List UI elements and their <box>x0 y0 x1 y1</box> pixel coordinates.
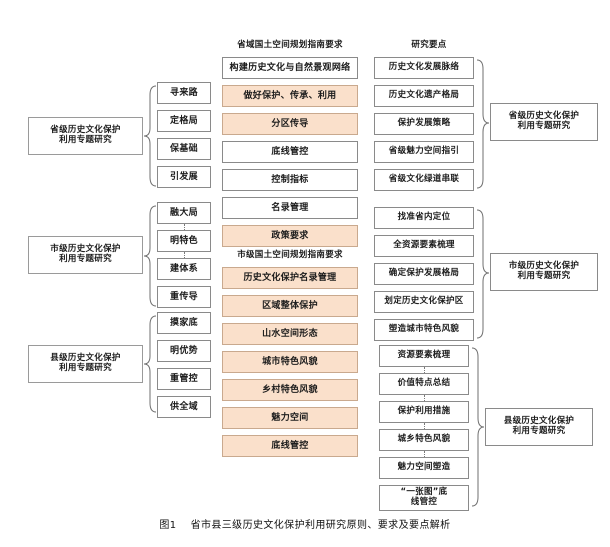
research-point-box-city-4[interactable]: 划定历史文化保护区 <box>374 291 474 313</box>
root-box-province-line1: 省级历史文化保护 <box>50 125 121 136</box>
research-point-box-county-4[interactable]: 城乡特色风貌 <box>379 429 469 451</box>
dotted-connector-county-2 <box>424 395 426 401</box>
research-point-box-county-2[interactable]: 价值特点总结 <box>379 373 469 395</box>
research-point-box-county-6-line1: “一张图”底 <box>400 487 448 498</box>
root-box-city-line2: 利用专题研究 <box>59 254 112 264</box>
principle-box-city-2[interactable]: 明特色 <box>157 230 211 252</box>
research-point-box-province-1[interactable]: 历史文化发展脉络 <box>374 57 474 79</box>
summary-box-city[interactable]: 市级历史文化保护 利用专题研究 <box>490 253 598 291</box>
root-box-province-line2: 利用专题研究 <box>59 135 112 145</box>
root-box-county-line1: 县级历史文化保护 <box>50 353 121 364</box>
principle-box-province-2[interactable]: 定格局 <box>157 110 211 132</box>
summary-box-county[interactable]: 县级历史文化保护 利用专题研究 <box>485 408 593 446</box>
figure-caption: 图1 省市县三级历史文化保护利用研究原则、要求及要点解析 <box>0 516 610 531</box>
column-header-city-guideline: 市级国土空间规划指南要求 <box>237 250 343 260</box>
principle-box-city-1[interactable]: 融大局 <box>157 202 211 224</box>
root-box-province[interactable]: 省级历史文化保护 利用专题研究 <box>28 117 143 155</box>
root-box-city[interactable]: 市级历史文化保护 利用专题研究 <box>28 236 143 274</box>
research-point-box-county-3[interactable]: 保护利用措施 <box>379 401 469 423</box>
research-point-box-county-1[interactable]: 资源要素梳理 <box>379 345 469 367</box>
research-point-box-county-5[interactable]: 魅力空间塑造 <box>379 457 469 479</box>
research-point-box-province-3[interactable]: 保护发展策略 <box>374 113 474 135</box>
brace-city-right <box>476 208 490 340</box>
principle-box-county-3[interactable]: 重管控 <box>157 368 211 390</box>
research-point-box-province-2[interactable]: 历史文化遗产格局 <box>374 85 474 107</box>
dotted-connector-county-1 <box>424 367 426 373</box>
guideline-box-province-4[interactable]: 底线管控 <box>222 141 358 163</box>
research-point-box-county-6[interactable]: “一张图”底 线管控 <box>379 485 469 511</box>
guideline-box-city-2[interactable]: 区域整体保护 <box>222 295 358 317</box>
brace-county-left <box>143 314 157 414</box>
research-point-box-city-5[interactable]: 塑造城市特色风貌 <box>374 319 474 341</box>
guideline-box-city-6[interactable]: 魅力空间 <box>222 407 358 429</box>
brace-province-right <box>476 58 490 190</box>
guideline-box-province-5[interactable]: 控制指标 <box>222 169 358 191</box>
dotted-connector-city-2 <box>184 252 186 258</box>
column-header-research-points: 研究要点 <box>411 40 447 50</box>
root-box-county[interactable]: 县级历史文化保护 利用专题研究 <box>28 345 143 383</box>
summary-box-province-line2: 利用专题研究 <box>517 121 571 131</box>
dotted-connector-city-1 <box>184 224 186 230</box>
column-header-province-guideline: 省域国土空间规划指南要求 <box>237 40 343 50</box>
principle-box-province-4[interactable]: 引发展 <box>157 166 211 188</box>
guideline-box-province-2[interactable]: 做好保护、传承、利用 <box>222 85 358 107</box>
summary-box-city-line1: 市级历史文化保护 <box>508 261 580 272</box>
summary-box-county-line1: 县级历史文化保护 <box>503 416 575 427</box>
principle-box-city-4[interactable]: 重传导 <box>157 286 211 308</box>
guideline-box-province-3[interactable]: 分区传导 <box>222 113 358 135</box>
guideline-box-province-6[interactable]: 名录管理 <box>222 197 358 219</box>
figure-caption-text: 省市县三级历史文化保护利用研究原则、要求及要点解析 <box>190 520 451 531</box>
summary-box-province-line1: 省级历史文化保护 <box>508 111 580 122</box>
guideline-box-city-7[interactable]: 底线管控 <box>222 435 358 457</box>
research-point-box-city-3[interactable]: 确定保护发展格局 <box>374 263 474 285</box>
dotted-connector-county-3 <box>424 423 426 429</box>
dotted-connector-county-4 <box>424 451 426 457</box>
guideline-box-city-1[interactable]: 历史文化保护名录管理 <box>222 267 358 289</box>
research-point-box-province-5[interactable]: 省级文化绿道串联 <box>374 169 474 191</box>
research-point-box-county-6-line2: 线管控 <box>410 497 438 507</box>
root-box-city-line1: 市级历史文化保护 <box>50 244 121 255</box>
research-point-box-province-4[interactable]: 省级魅力空间指引 <box>374 141 474 163</box>
guideline-box-province-1[interactable]: 构建历史文化与自然景观网络 <box>222 57 358 79</box>
guideline-box-city-3[interactable]: 山水空间形态 <box>222 323 358 345</box>
principle-box-county-2[interactable]: 明优势 <box>157 340 211 362</box>
principle-box-county-1[interactable]: 摸家底 <box>157 312 211 334</box>
brace-county-right <box>471 346 485 510</box>
principle-box-county-4[interactable]: 供全域 <box>157 396 211 418</box>
principle-box-province-3[interactable]: 保基础 <box>157 138 211 160</box>
principle-box-city-3[interactable]: 建体系 <box>157 258 211 280</box>
guideline-box-city-5[interactable]: 乡村特色风貌 <box>222 379 358 401</box>
brace-province-left <box>143 84 157 188</box>
root-box-county-line2: 利用专题研究 <box>59 363 112 373</box>
summary-box-city-line2: 利用专题研究 <box>517 271 571 281</box>
research-point-box-city-2[interactable]: 全资源要素梳理 <box>374 235 474 257</box>
summary-box-county-line2: 利用专题研究 <box>512 426 566 436</box>
brace-city-left <box>143 204 157 308</box>
principle-box-province-1[interactable]: 寻来路 <box>157 82 211 104</box>
summary-box-province[interactable]: 省级历史文化保护 利用专题研究 <box>490 103 598 141</box>
figure-number: 图1 <box>159 520 177 531</box>
guideline-box-province-7[interactable]: 政策要求 <box>222 225 358 247</box>
research-point-box-city-1[interactable]: 找准省内定位 <box>374 207 474 229</box>
guideline-box-city-4[interactable]: 城市特色风貌 <box>222 351 358 373</box>
